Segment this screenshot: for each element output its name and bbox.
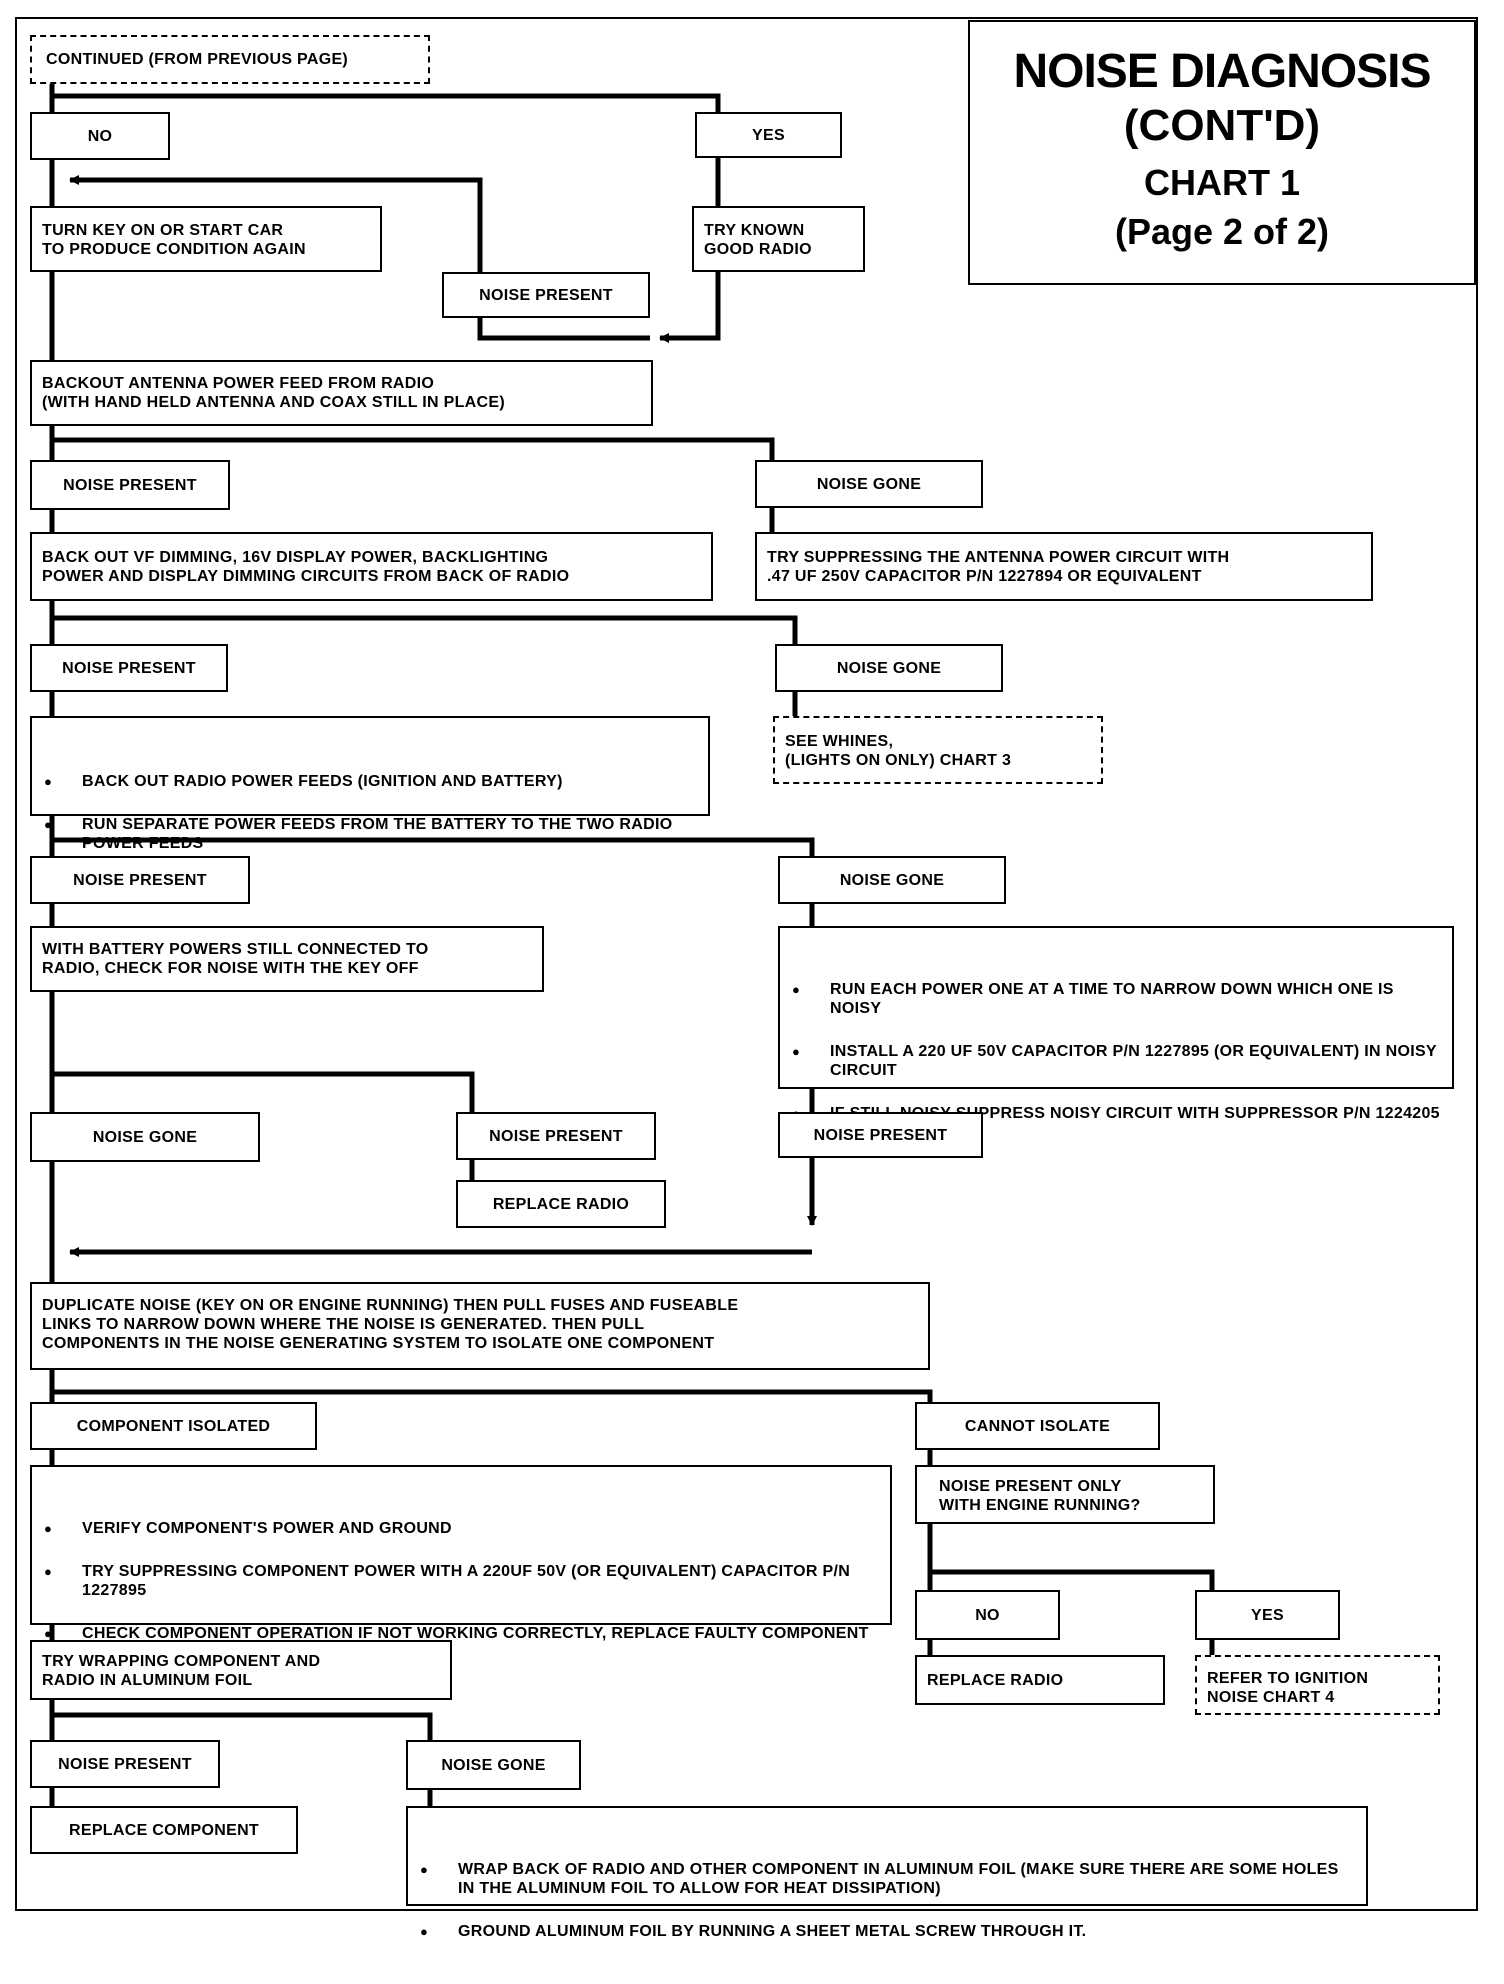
see-whines-box: SEE WHINES, (LIGHTS ON ONLY) CHART 3	[773, 716, 1103, 784]
replace-radio-box: REPLACE RADIO	[456, 1180, 666, 1228]
bullet-item: CHECK COMPONENT OPERATION IF NOT WORKING…	[44, 1624, 880, 1643]
noise-present-box: NOISE PRESENT	[442, 272, 650, 318]
bullet-item: RUN EACH POWER ONE AT A TIME TO NARROW D…	[792, 980, 1442, 1018]
try-wrapping-box: TRY WRAPPING COMPONENT AND RADIO IN ALUM…	[30, 1640, 452, 1700]
bullet-item: WRAP BACK OF RADIO AND OTHER COMPONENT I…	[420, 1860, 1354, 1898]
bullet-item: RUN SEPARATE POWER FEEDS FROM THE BATTER…	[44, 815, 698, 853]
run-each-power-box: RUN EACH POWER ONE AT A TIME TO NARROW D…	[778, 926, 1454, 1123]
with-battery-box: WITH BATTERY POWERS STILL CONNECTED TO R…	[30, 926, 544, 992]
noise-present-box: NOISE PRESENT	[456, 1112, 656, 1160]
bullet-item: INSTALL A 220 UF 50V CAPACITOR P/N 12278…	[792, 1042, 1442, 1080]
refer-ignition-box: REFER TO IGNITION NOISE CHART 4	[1195, 1655, 1440, 1715]
chart-number: CHART 1	[1143, 162, 1300, 203]
backout-antenna-box: BACKOUT ANTENNA POWER FEED FROM RADIO (W…	[30, 360, 653, 426]
chart-title: NOISE DIAGNOSIS	[1013, 45, 1431, 98]
page-frame	[15, 17, 1478, 1911]
noise-present-box: NOISE PRESENT	[30, 1740, 220, 1788]
component-isolated-box: COMPONENT ISOLATED	[30, 1402, 317, 1450]
decision-yes-bottom: YES	[1195, 1590, 1340, 1640]
chart-title-block: NOISE DIAGNOSIS (CONT'D) CHART 1 (Page 2…	[968, 20, 1476, 285]
noise-gone-box: NOISE GONE	[755, 460, 983, 508]
radio-power-feeds-box: BACK OUT RADIO POWER FEEDS (IGNITION AND…	[30, 716, 710, 852]
duplicate-noise-box: DUPLICATE NOISE (KEY ON OR ENGINE RUNNIN…	[30, 1282, 930, 1370]
bullet-item: GROUND ALUMINUM FOIL BY RUNNING A SHEET …	[420, 1922, 1354, 1941]
noise-gone-box: NOISE GONE	[406, 1740, 581, 1790]
decision-yes-top: YES	[695, 112, 842, 158]
noise-gone-box: NOISE GONE	[778, 856, 1006, 904]
noise-gone-box: NOISE GONE	[775, 644, 1003, 692]
try-suppress-antenna-box: TRY SUPPRESSING THE ANTENNA POWER CIRCUI…	[755, 532, 1373, 601]
bullet-item: BACK OUT RADIO POWER FEEDS (IGNITION AND…	[44, 772, 698, 791]
noise-present-box: NOISE PRESENT	[778, 1112, 983, 1158]
wrap-foil-list: WRAP BACK OF RADIO AND OTHER COMPONENT I…	[418, 1841, 1354, 1965]
decision-no-top: NO	[30, 112, 170, 160]
decision-no-bottom: NO	[915, 1590, 1060, 1640]
replace-radio-box: REPLACE RADIO	[915, 1655, 1165, 1705]
noise-present-box: NOISE PRESENT	[30, 644, 228, 692]
bullet-item: TRY SUPPRESSING COMPONENT POWER WITH A 2…	[44, 1562, 880, 1600]
wrap-foil-box: WRAP BACK OF RADIO AND OTHER COMPONENT I…	[406, 1806, 1368, 1941]
chart-title-contd: (CONT'D)	[1123, 101, 1321, 150]
radio-power-feeds-list: BACK OUT RADIO POWER FEEDS (IGNITION AND…	[42, 753, 698, 877]
cannot-isolate-box: CANNOT ISOLATE	[915, 1402, 1160, 1450]
continued-box: CONTINUED (FROM PREVIOUS PAGE)	[30, 35, 430, 84]
noise-present-box: NOISE PRESENT	[30, 460, 230, 510]
chart-page: (Page 2 of 2)	[1114, 211, 1330, 252]
verify-component-list: VERIFY COMPONENT'S POWER AND GROUND TRY …	[42, 1500, 880, 1667]
bullet-item: VERIFY COMPONENT'S POWER AND GROUND	[44, 1519, 880, 1538]
verify-component-box: VERIFY COMPONENT'S POWER AND GROUND TRY …	[30, 1465, 892, 1643]
try-known-radio-box: TRY KNOWN GOOD RADIO	[692, 206, 865, 272]
noise-gone-box: NOISE GONE	[30, 1112, 260, 1162]
noise-present-box: NOISE PRESENT	[30, 856, 250, 904]
turn-key-box: TURN KEY ON OR START CAR TO PRODUCE COND…	[30, 206, 382, 272]
engine-running-question-box: NOISE PRESENT ONLY WITH ENGINE RUNNING?	[915, 1465, 1215, 1524]
back-out-vf-box: BACK OUT VF DIMMING, 16V DISPLAY POWER, …	[30, 532, 713, 601]
replace-component-box: REPLACE COMPONENT	[30, 1806, 298, 1854]
